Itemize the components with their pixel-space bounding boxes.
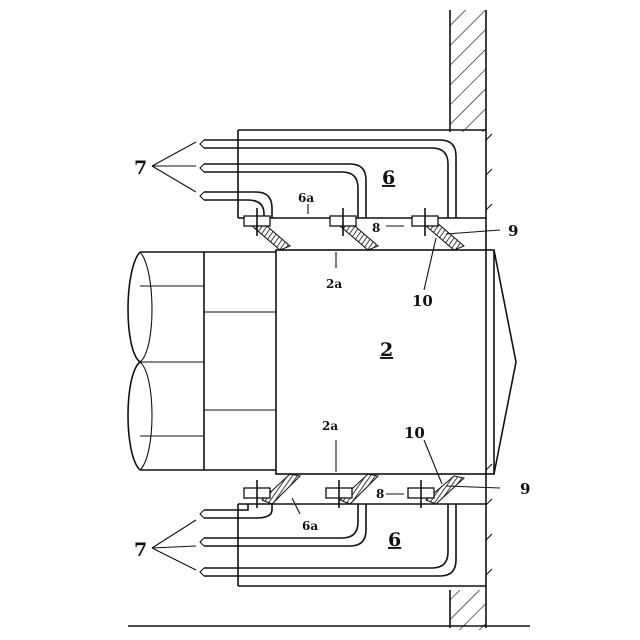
housing-top [200, 130, 486, 218]
label-body-edge-bottom: 2a [322, 419, 338, 433]
label-housing-top: 6 [382, 167, 395, 189]
label-part-8-top: 8 [372, 221, 380, 235]
label-pipes-top: 7 [134, 157, 147, 179]
housing-bottom [200, 504, 486, 586]
body-2 [276, 250, 516, 474]
label-body: 2 [380, 339, 393, 361]
seal-assembly-top [244, 208, 464, 250]
label-part-8-bottom: 8 [376, 487, 384, 501]
label-body-edge-top: 2a [326, 277, 342, 291]
label-part-9-bottom: 9 [520, 480, 530, 498]
label-part-9-top: 9 [508, 222, 518, 240]
label-pipes-bottom: 7 [134, 539, 147, 561]
seal-assembly-bottom [244, 474, 464, 508]
label-part-10-top: 10 [412, 292, 433, 310]
label-part-10-bottom: 10 [404, 424, 425, 442]
label-housing-bottom: 6 [388, 529, 401, 551]
duct [128, 252, 276, 470]
label-housing-edge-top: 6a [298, 191, 314, 205]
label-housing-edge-bottom: 6a [302, 519, 318, 533]
